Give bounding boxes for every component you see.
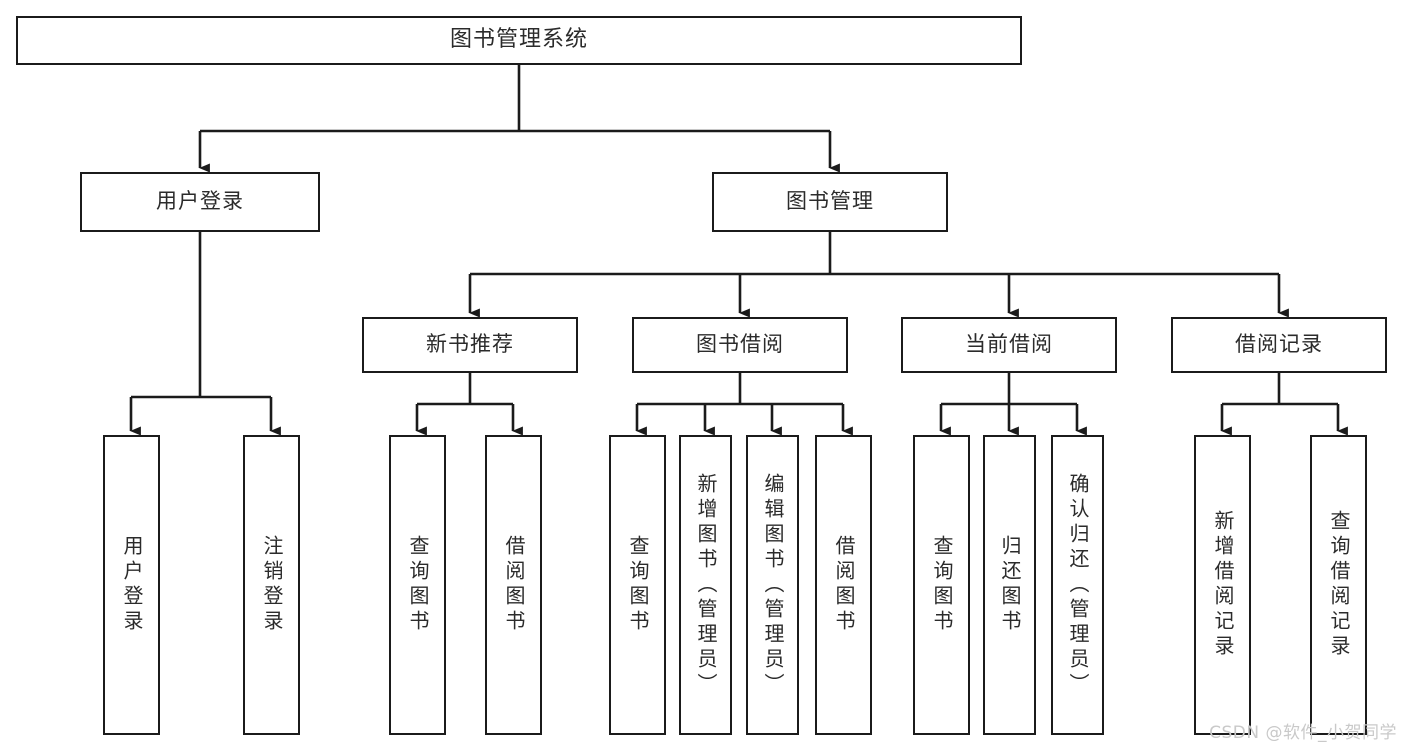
leaf-query-book-recommend[interactable]: 查询图书 <box>389 435 446 735</box>
leaf-user-logout[interactable]: 注销登录 <box>243 435 300 735</box>
node-label: 借阅图书 <box>832 535 856 635</box>
node-label: 归还图书 <box>998 535 1022 635</box>
node-label: 新增图书（管理员） <box>694 472 718 698</box>
node-label: 查询图书 <box>626 535 650 635</box>
node-label: 新书推荐 <box>426 332 514 357</box>
node-label: 图书管理系统 <box>449 27 588 53</box>
node-label: 编辑图书（管理员） <box>761 472 785 698</box>
node-label: 借阅图书 <box>502 535 526 635</box>
node-book-manage[interactable]: 图书管理 <box>712 172 948 232</box>
node-label: 图书管理 <box>786 189 874 214</box>
leaf-add-book[interactable]: 新增图书（管理员） <box>679 435 732 735</box>
node-borrow-record[interactable]: 借阅记录 <box>1171 317 1387 373</box>
node-label: 用户登录 <box>120 535 144 635</box>
leaf-add-borrow-record[interactable]: 新增借阅记录 <box>1194 435 1251 735</box>
leaf-query-borrow-record[interactable]: 查询借阅记录 <box>1310 435 1367 735</box>
node-book-borrow[interactable]: 图书借阅 <box>632 317 848 373</box>
node-label: 查询借阅记录 <box>1327 510 1351 660</box>
node-label: 用户登录 <box>156 189 244 214</box>
leaf-borrow-book-borrow[interactable]: 借阅图书 <box>815 435 872 735</box>
node-label: 确认归还（管理员） <box>1066 472 1090 698</box>
node-label: 查询图书 <box>930 535 954 635</box>
leaf-query-book-borrow[interactable]: 查询图书 <box>609 435 666 735</box>
node-label: 图书借阅 <box>696 332 784 357</box>
leaf-return-book[interactable]: 归还图书 <box>983 435 1036 735</box>
node-new-book-recommend[interactable]: 新书推荐 <box>362 317 578 373</box>
leaf-edit-book[interactable]: 编辑图书（管理员） <box>746 435 799 735</box>
leaf-query-book-current[interactable]: 查询图书 <box>913 435 970 735</box>
node-label: 新增借阅记录 <box>1211 510 1235 660</box>
leaf-confirm-return[interactable]: 确认归还（管理员） <box>1051 435 1104 735</box>
node-user-login[interactable]: 用户登录 <box>80 172 320 232</box>
node-label: 查询图书 <box>406 535 430 635</box>
node-label: 借阅记录 <box>1235 332 1323 357</box>
leaf-user-login[interactable]: 用户登录 <box>103 435 160 735</box>
leaf-borrow-book-recommend[interactable]: 借阅图书 <box>485 435 542 735</box>
node-root-book-management-system[interactable]: 图书管理系统 <box>16 16 1022 65</box>
csdn-watermark: CSDN @软件_小贺同学 <box>1209 723 1397 743</box>
node-label: 注销登录 <box>260 535 284 635</box>
node-current-borrow[interactable]: 当前借阅 <box>901 317 1117 373</box>
node-label: 当前借阅 <box>965 332 1053 357</box>
